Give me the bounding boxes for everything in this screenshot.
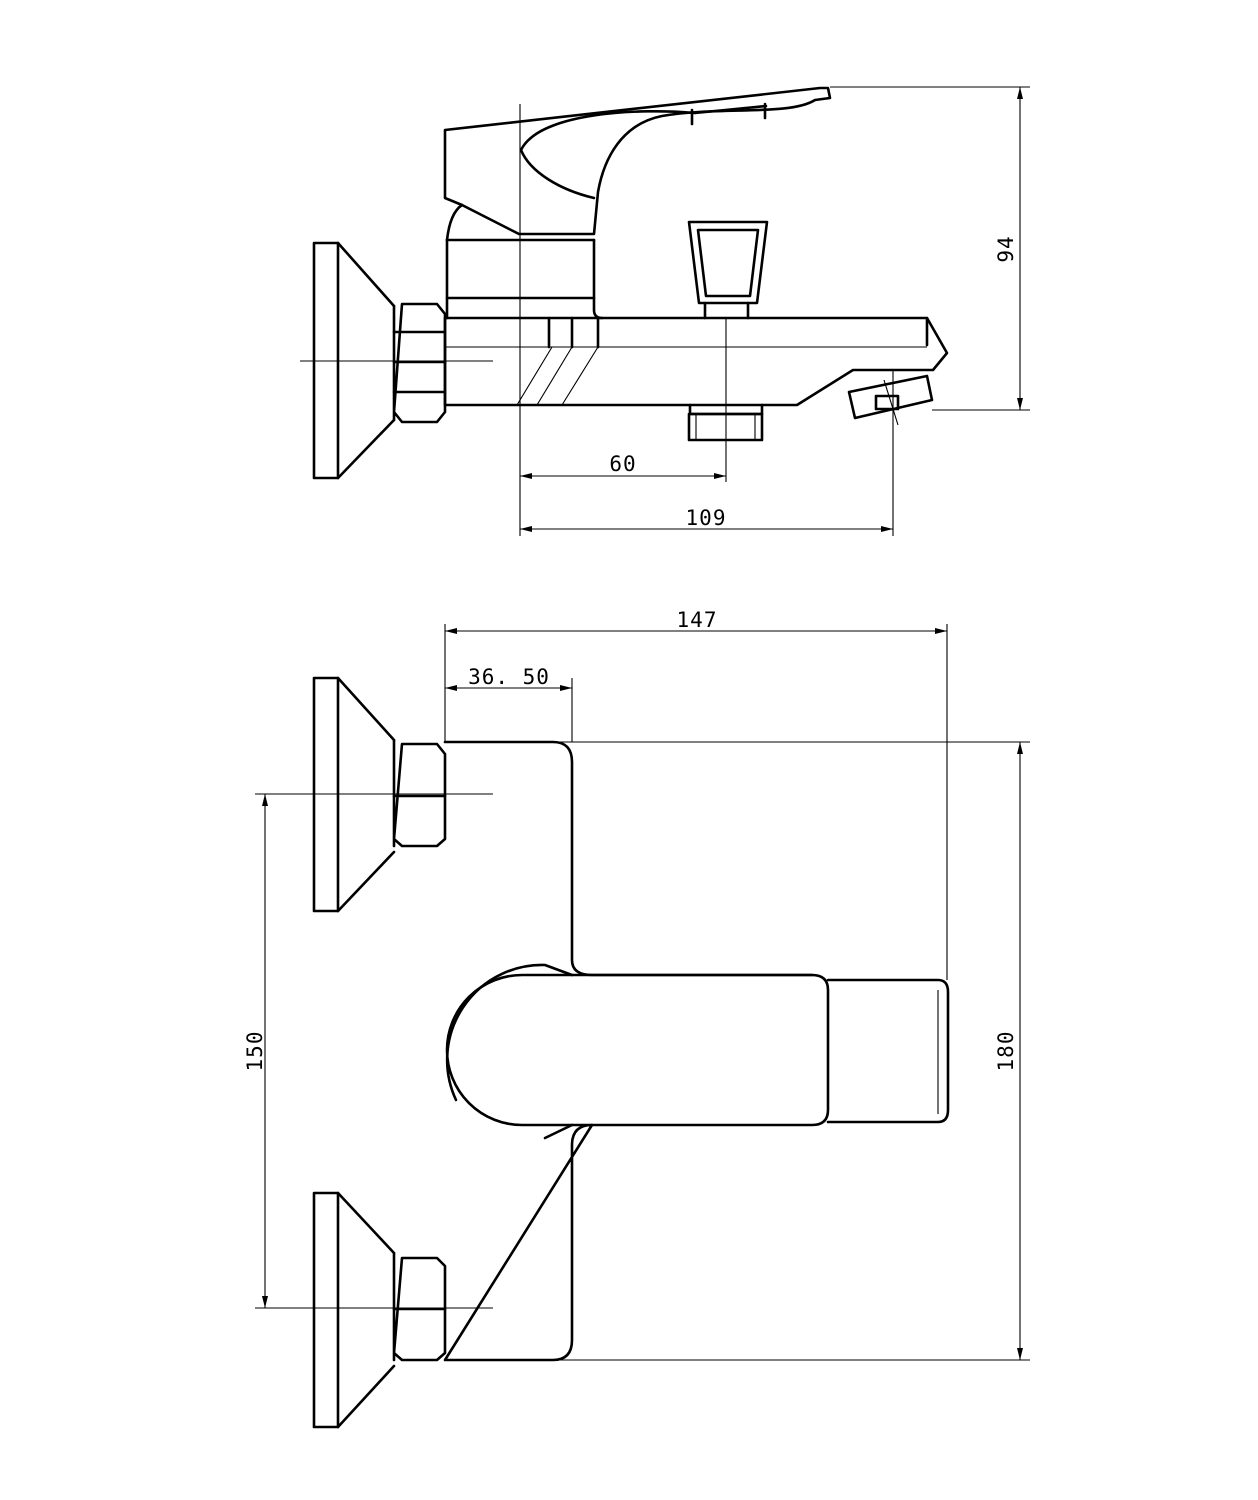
top-lower-flange xyxy=(314,1193,394,1427)
side-hex-nut xyxy=(394,304,445,422)
side-diverter-knob xyxy=(689,222,767,318)
top-lever-handle xyxy=(447,975,948,1125)
dimension-180: 180 xyxy=(994,742,1023,1360)
top-mixer-body xyxy=(445,742,812,1360)
dimension-label-150: 150 xyxy=(243,1031,267,1072)
side-center-lines xyxy=(300,104,898,536)
dimension-label-94: 94 xyxy=(994,235,1018,262)
dimension-label-109: 109 xyxy=(686,506,727,530)
top-upper-hex-nut xyxy=(394,740,445,846)
dimension-label-36-50: 36. 50 xyxy=(468,665,550,689)
dimension-label-147: 147 xyxy=(677,608,718,632)
dimension-109: 109 xyxy=(520,506,893,532)
top-center-lines xyxy=(255,624,1030,1360)
side-view: 94 60 109 xyxy=(300,87,1030,536)
top-view: 147 36. 50 150 180 xyxy=(243,608,1030,1427)
dimension-label-180: 180 xyxy=(994,1031,1018,1072)
dimension-147: 147 xyxy=(445,608,947,634)
side-cartridge xyxy=(447,205,602,318)
top-lower-hex-nut xyxy=(394,1253,445,1360)
dimension-94: 94 xyxy=(830,87,1030,410)
side-aerator xyxy=(849,376,932,418)
dimension-60: 60 xyxy=(520,452,726,479)
dimension-label-60: 60 xyxy=(609,452,636,476)
dimension-150: 150 xyxy=(243,794,268,1308)
side-lever-handle xyxy=(445,88,830,234)
dimension-36-50: 36. 50 xyxy=(445,665,572,691)
